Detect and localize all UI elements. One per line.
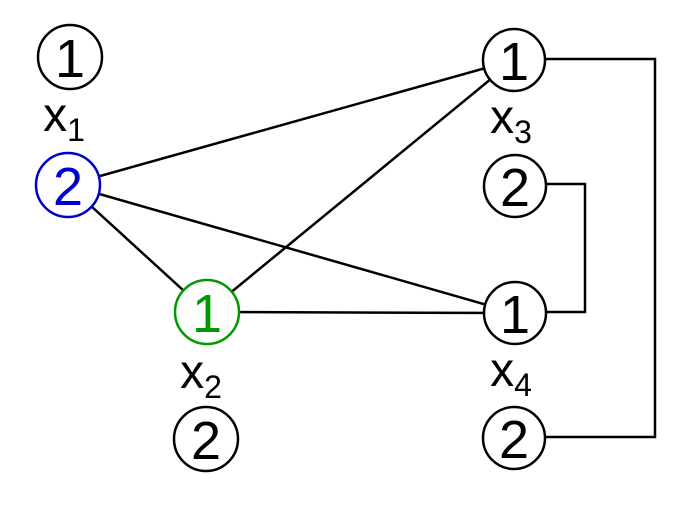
variable-label-subscript-x3: 3: [514, 114, 532, 150]
variable-label-subscript-x1: 1: [67, 112, 85, 148]
node-circle-x1-value-1: [36, 23, 104, 91]
node-x3-value-1: 1: [481, 27, 547, 93]
node-x4-value-2: 2: [481, 405, 547, 471]
node-circle-x3-value-2: [482, 153, 548, 219]
node-x1-value-1: 1: [36, 23, 104, 91]
node-value-x3-value-1: 1: [499, 32, 529, 92]
node-x2-value-1: 1: [173, 278, 241, 346]
node-circle-x4-value-1: [482, 280, 548, 346]
edge-x3-value-1-to-x4-value-2: [514, 57, 657, 439]
node-circle-x1-value-2: [34, 151, 102, 219]
node-x2-value-2: 2: [172, 405, 240, 473]
variable-label-subscript-x2: 2: [204, 369, 222, 405]
variable-label-x1: x1: [43, 89, 85, 148]
edge-x1-value-2-to-x4-value-1: [67, 183, 516, 315]
node-value-x4-value-1: 1: [500, 285, 530, 345]
node-value-x2-value-2: 2: [191, 411, 221, 471]
variable-label-x2: x2: [180, 346, 222, 405]
edge-x2-value-1-to-x3-value-1: [206, 59, 515, 313]
node-value-x1-value-1: 1: [55, 29, 85, 89]
node-value-x1-value-2: 2: [53, 157, 83, 217]
node-value-x3-value-2: 2: [500, 158, 530, 218]
node-circle-x4-value-2: [481, 405, 547, 471]
variable-label-subscript-x4: 4: [514, 367, 532, 403]
variable-label-x4: x4: [490, 344, 532, 403]
node-circle-x2-value-1: [173, 278, 241, 346]
edge-x2-value-1-to-x4-value-1: [206, 310, 516, 315]
node-value-x2-value-1: 1: [192, 284, 222, 344]
edge-x1-value-2-to-x3-value-1: [67, 58, 515, 187]
node-circle-x2-value-2: [172, 405, 240, 473]
edge-x3-value-2-to-x4-value-1: [515, 182, 587, 314]
node-x3-value-2: 2: [482, 153, 548, 219]
node-value-x4-value-2: 2: [499, 410, 529, 470]
node-x4-value-1: 1: [482, 280, 548, 346]
node-circle-x3-value-1: [481, 27, 547, 93]
variable-label-x3: x3: [490, 91, 532, 150]
node-x1-value-2: 2: [34, 151, 102, 219]
